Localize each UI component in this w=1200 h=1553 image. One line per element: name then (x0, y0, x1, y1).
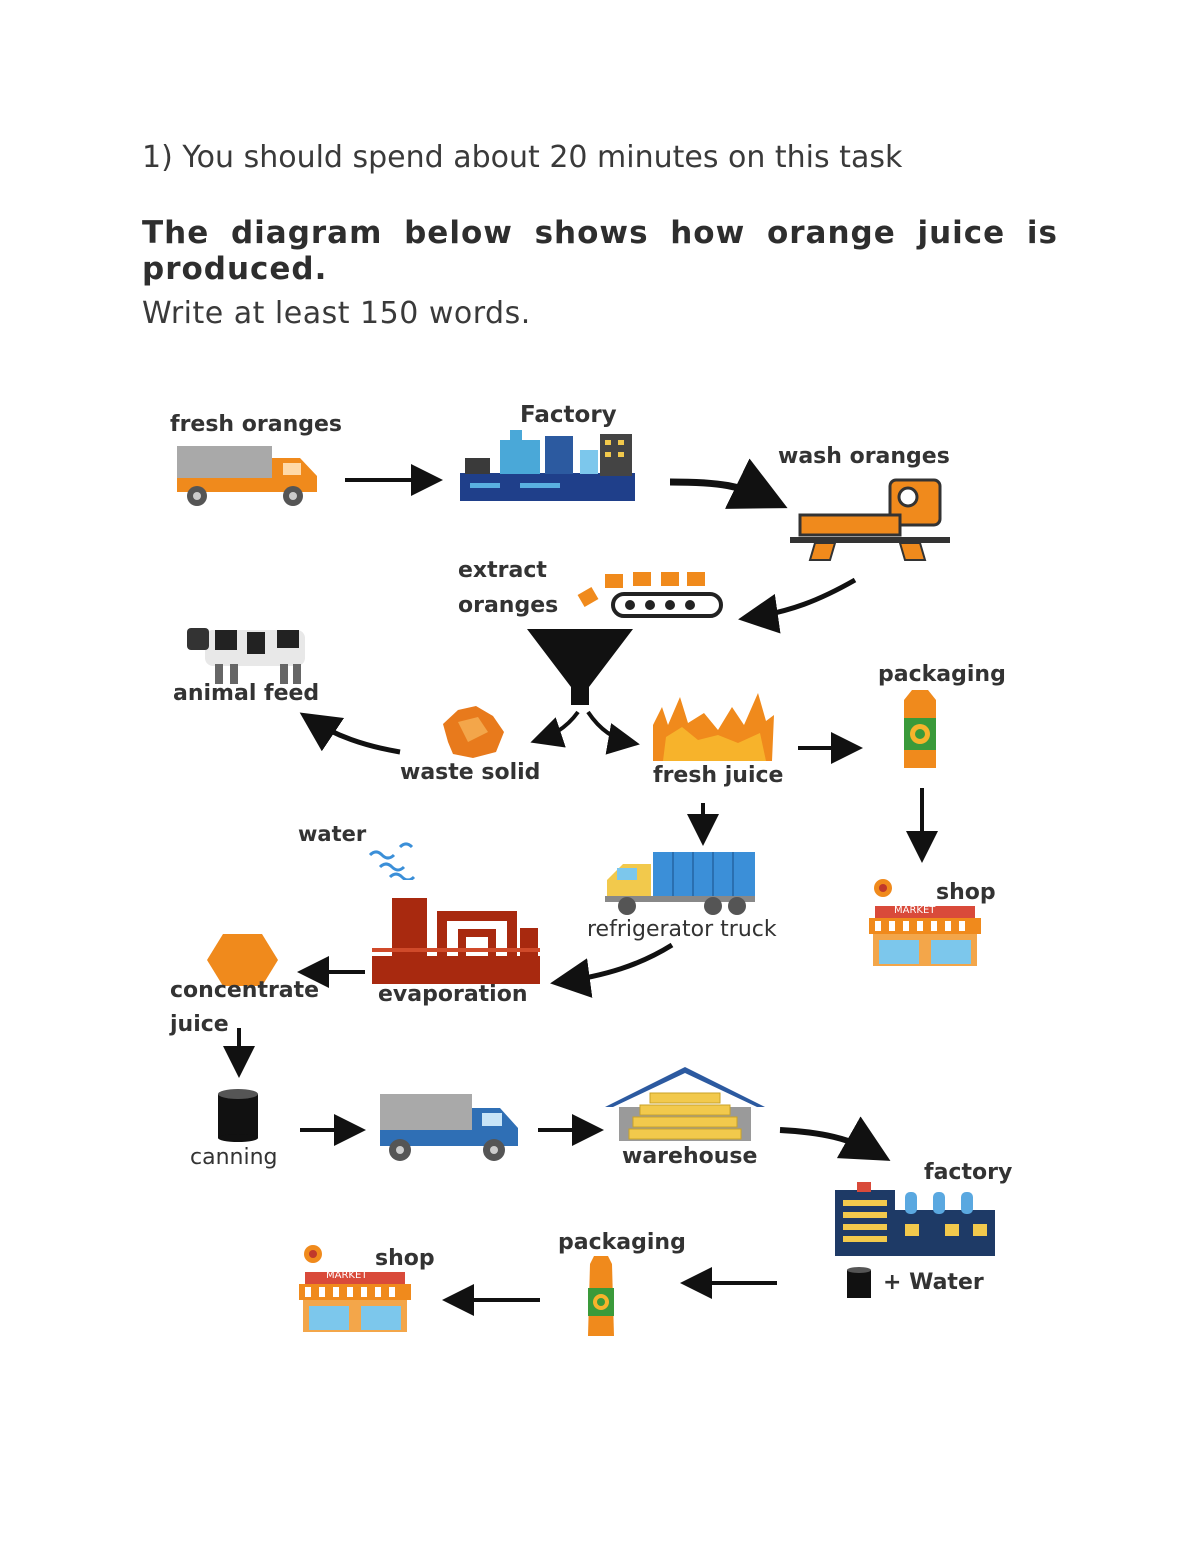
warehouse-icon (605, 1067, 765, 1141)
concentrate-hexagon-icon (207, 934, 278, 986)
factory-bottom-icon (835, 1182, 995, 1256)
arrow-warehouse-to-factory (779, 1116, 891, 1161)
label-waste-solid: waste solid (400, 760, 541, 785)
evaporation-plant-icon (372, 898, 540, 984)
task-time-line: 1) You should spend about 20 minutes on … (142, 140, 903, 175)
arrow-to-animal-feed (299, 712, 401, 755)
shop-bottom-icon (299, 1245, 411, 1332)
delivery-truck-blue-icon (380, 1094, 518, 1161)
label-concentrate: concentrate (170, 978, 320, 1003)
cow-icon (187, 628, 305, 684)
label-evaporation: evaporation (378, 982, 528, 1007)
shop-icon (869, 879, 981, 966)
arrow-factory-to-wash (669, 458, 788, 509)
can-small-icon (847, 1267, 871, 1298)
label-extract-oranges: oranges (458, 593, 559, 618)
process-arrows (223, 458, 938, 1316)
arrow-funnel-to-juice (586, 710, 640, 755)
task-instruction: Write at least 150 words. (142, 296, 531, 331)
task-prompt: The diagram below shows how orange juice… (142, 215, 1058, 287)
conveyor-belt-icon (577, 572, 723, 618)
label-market-sign-bottom: MARKET (326, 1270, 368, 1281)
refrigerator-truck-icon (605, 852, 755, 915)
label-warehouse: warehouse (622, 1144, 758, 1169)
funnel-icon (527, 629, 633, 705)
delivery-truck-icon (177, 446, 317, 506)
label-market-sign-top: MARKET (894, 905, 936, 916)
label-concentrate-juice: juice (170, 1012, 229, 1037)
label-plus-water: + Water (883, 1270, 984, 1295)
juice-carton-icon (904, 690, 936, 768)
label-extract: extract (458, 558, 547, 583)
label-packaging-bottom: packaging (558, 1230, 686, 1255)
label-water: water (298, 822, 367, 846)
water-vapor-icon (368, 842, 416, 880)
arrow-wash-to-extract (738, 577, 857, 634)
arrow-truck-to-evaporation (550, 942, 674, 998)
factory-icon (460, 430, 635, 501)
juice-bottle-icon (588, 1256, 614, 1336)
fresh-juice-splash-icon (653, 693, 774, 761)
label-factory: Factory (520, 402, 617, 428)
waste-solid-icon (443, 706, 504, 758)
label-wash-oranges: wash oranges (778, 444, 950, 469)
label-fresh-juice: fresh juice (653, 763, 784, 788)
label-animal-feed: animal feed (173, 681, 320, 706)
label-shop-top: shop (936, 880, 996, 905)
label-factory-bottom: factory (924, 1160, 1013, 1185)
label-shop-bottom: shop (375, 1246, 435, 1271)
can-icon (218, 1089, 258, 1142)
washing-machine-icon (790, 478, 950, 561)
orange-juice-process-diagram: fresh oranges Factory wash oranges extra… (150, 390, 1030, 1350)
label-canning: canning (190, 1145, 278, 1170)
label-refrigerator-truck: refrigerator truck (587, 917, 777, 942)
label-fresh-oranges: fresh oranges (170, 412, 342, 437)
label-packaging-top: packaging (878, 662, 1006, 687)
arrow-funnel-to-waste (530, 710, 580, 748)
